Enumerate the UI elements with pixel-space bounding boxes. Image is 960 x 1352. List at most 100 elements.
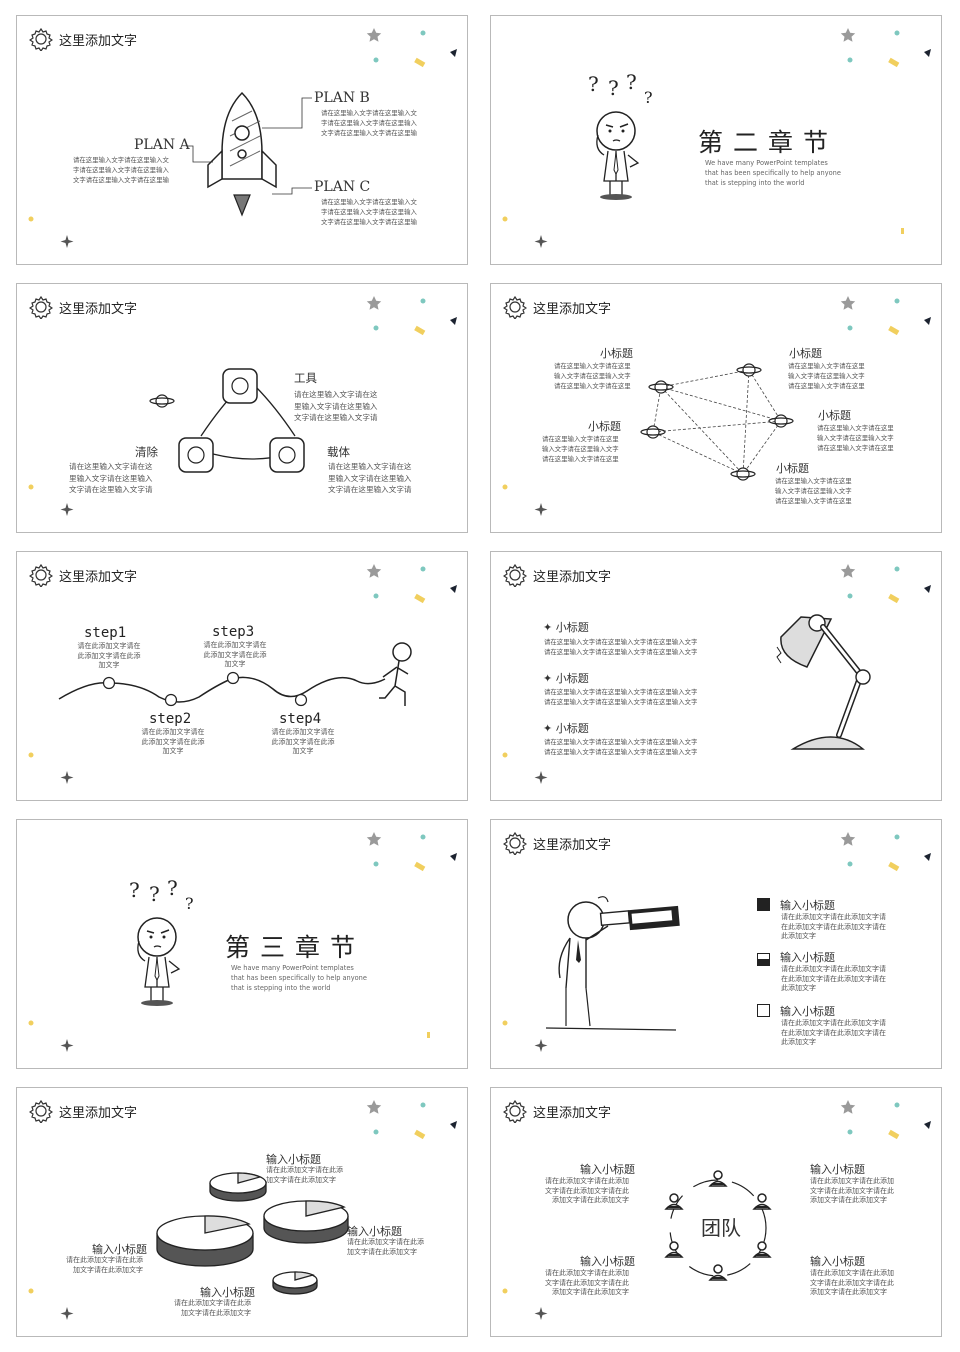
plan-b-label: PLAN B — [314, 90, 370, 106]
carrier-label: 载体 — [327, 445, 350, 459]
top-right-subtitle: 输入小标题 — [810, 1163, 865, 1176]
item1-text: 请在此添加文字请在此添加文字请在此添加文字请在此添加文字请在此添加文字 — [781, 913, 886, 940]
header-title: 这里添加文字 — [59, 1105, 138, 1121]
slide-header: 这里添加文字 — [503, 294, 611, 320]
step2-label: step2 — [149, 711, 192, 727]
top-right-text: 请在此添加文字请在此添加文字请在此添加文字请在此添加文字请在此添加文字 — [810, 1177, 894, 1204]
bottom-text: 请在此添加文字请在此添加文字请在此添加文字 — [174, 1299, 251, 1317]
left-subtitle: 输入小标题 — [92, 1243, 147, 1256]
item1-subtitle: 输入小标题 — [780, 899, 835, 912]
plan-c-label: PLAN C — [314, 179, 371, 195]
item2-subtitle: ✦ 小标题 — [543, 672, 589, 685]
header-title: 这里添加文字 — [59, 33, 138, 49]
plan-a-label: PLAN A — [134, 137, 190, 153]
plan-c-text: 请在这里输入文字请在这里输入文字请在这里输入文字请在这里输入文字请在这里输入文字… — [321, 198, 417, 226]
plan-b-text: 请在这里输入文字请在这里输入文字请在这里输入文字请在这里输入文字请在这里输入文字… — [321, 109, 417, 137]
step4-label: step4 — [279, 711, 322, 727]
desk-lamp-illustration — [776, 614, 871, 750]
header-title: 这里添加文字 — [59, 301, 138, 317]
thinking-man-illustration — [587, 71, 654, 201]
top-left-text: 请在此添加文字请在此添加文字请在此添加文字请在此添加文字请在此添加文字 — [545, 1177, 629, 1204]
item2-subtitle: 输入小标题 — [780, 951, 835, 964]
bottom-left-subtitle: 输入小标题 — [580, 1255, 635, 1268]
slide-pie-charts: 这里添加文字 输入小标题 请在此添加文字请在此添加文字请在此添加文字 输入小标题… — [16, 1087, 468, 1337]
step3-label: step3 — [212, 624, 255, 640]
team-label: 团队 — [701, 1216, 741, 1240]
slide-header: 这里添加文字 — [503, 830, 611, 856]
sketched-pie-illustrations — [156, 1172, 349, 1295]
step4-text: 请在此添加文字请在此添加文字请在此添加文字 — [271, 728, 335, 755]
item3-subtitle: ✦ 小标题 — [543, 722, 589, 735]
slide-telescope: 这里添加文字 输入小标题 请在此添加文字请在此添加文字请在此添加文字请在此添加文… — [490, 819, 942, 1069]
subtitle-1: 小标题 — [600, 347, 633, 360]
slide-team: 这里添加文字 团队 输入小标题 请在此添加文字请在此添加文字请在此添加文字请在此… — [490, 1087, 942, 1337]
clear-text: 请在这里输入文字请在这里输入文字请在这里输入文字请在这里输入文字请 — [69, 462, 153, 494]
item3-text: 请在此添加文字请在此添加文字请在此添加文字请在此添加文字请在此添加文字 — [781, 1019, 886, 1046]
subtitle-4: 小标题 — [818, 409, 851, 422]
triangle-diagram — [149, 368, 305, 473]
bottom-left-text: 请在此添加文字请在此添加文字请在此添加文字请在此添加文字请在此添加文字 — [545, 1269, 629, 1296]
planet-network-diagram — [640, 363, 794, 481]
slide-header: 这里添加文字 — [29, 294, 137, 320]
bottom-right-text: 请在此添加文字请在此添加文字请在此添加文字请在此添加文字请在此添加文字 — [810, 1269, 894, 1296]
slide-network: 这里添加文字 小标题 请在这里输入文字请在这里输入文字请在这里输入文字请在这里输… — [490, 283, 942, 533]
item3-text: 请在这里输入文字请在这里输入文字请在这里输入文字请在这里输入文字请在这里输入文字… — [544, 738, 698, 756]
slide-header: 这里添加文字 — [503, 1098, 611, 1124]
header-title: 这里添加文字 — [59, 569, 138, 585]
text-1: 请在这里输入文字请在这里输入文字请在这里输入文字请在这里输入文字请在这里 — [554, 362, 631, 390]
square-filled-icon — [757, 898, 770, 911]
slide-tools: 这里添加文字 工具 请在这里输入文字请在这里输入文字请在这里输入文字请在这里输入… — [16, 283, 468, 533]
subtitle-2: 小标题 — [789, 347, 822, 360]
item2-text: 请在此添加文字请在此添加文字请在此添加文字请在此添加文字请在此添加文字 — [781, 965, 886, 992]
gear-icon — [503, 564, 527, 587]
slide-header: 这里添加文字 — [29, 26, 137, 52]
chapter-title: 第三章节 — [225, 933, 366, 962]
header-title: 这里添加文字 — [533, 569, 612, 585]
running-man — [379, 642, 412, 706]
rocket-illustration — [207, 91, 277, 217]
bottom-subtitle: 输入小标题 — [200, 1286, 255, 1299]
right-subtitle: 输入小标题 — [347, 1225, 402, 1238]
bottom-right-subtitle: 输入小标题 — [810, 1255, 865, 1268]
square-empty-icon — [757, 1004, 770, 1017]
header-title: 这里添加文字 — [533, 301, 612, 317]
item3-subtitle: 输入小标题 — [780, 1005, 835, 1018]
square-half-icon — [757, 953, 770, 966]
step3-text: 请在此添加文字请在此添加文字请在此添加文字 — [203, 641, 267, 668]
plan-a-text: 请在这里输入文字请在这里输入文字请在这里输入文字请在这里输入文字请在这里输入文字… — [73, 156, 169, 184]
planet-icon — [149, 394, 175, 408]
slide-steps: 这里添加文字 step1 请在此添加文字请在此添加文字请在此添加文字 step3… — [16, 551, 468, 801]
gear-icon — [503, 832, 527, 855]
top-text: 请在此添加文字请在此添加文字请在此添加文字 — [266, 1166, 343, 1184]
text-5: 请在这里输入文字请在这里输入文字请在这里输入文字请在这里输入文字请在这里 — [775, 477, 852, 505]
item1-text: 请在这里输入文字请在这里输入文字请在这里输入文字请在这里输入文字请在这里输入文字… — [544, 638, 698, 656]
left-text: 请在此添加文字请在此添加文字请在此添加文字 — [66, 1256, 143, 1274]
step2-text: 请在此添加文字请在此添加文字请在此添加文字 — [141, 728, 205, 755]
slide-header: 这里添加文字 — [29, 1098, 137, 1124]
tool-label: 工具 — [294, 371, 317, 385]
top-left-subtitle: 输入小标题 — [580, 1163, 635, 1176]
slide-header: 这里添加文字 — [503, 562, 611, 588]
slide-plans: 这里添加文字 PLAN A 请在这里输入文字请在这里输入文字请在这里输入文字请在… — [16, 15, 468, 265]
slide-lamp: 这里添加文字 ✦ 小标题 请在这里输入文字请在这里输入文字请在这里输入文字请在这… — [490, 551, 942, 801]
text-2: 请在这里输入文字请在这里输入文字请在这里输入文字请在这里输入文字请在这里 — [788, 362, 865, 390]
clear-label: 清除 — [135, 445, 158, 459]
wave-timeline — [58, 642, 412, 707]
connector-lines — [187, 97, 312, 195]
subtitle-5: 小标题 — [776, 462, 809, 475]
right-text: 请在此添加文字请在此添加文字请在此添加文字 — [347, 1238, 424, 1256]
item2-text: 请在这里输入文字请在这里输入文字请在这里输入文字请在这里输入文字请在这里输入文字… — [544, 688, 698, 706]
item1-subtitle: ✦ 小标题 — [543, 621, 589, 634]
carrier-text: 请在这里输入文字请在这里输入文字请在这里输入文字请在这里输入文字请 — [328, 462, 412, 494]
team-circle-diagram — [665, 1170, 771, 1281]
telescope-man-illustration — [546, 896, 680, 1031]
header-title: 这里添加文字 — [533, 837, 612, 853]
thinking-man-illustration — [128, 877, 195, 1007]
header-title: 这里添加文字 — [533, 1105, 612, 1121]
step1-text: 请在此添加文字请在此添加文字请在此添加文字 — [77, 642, 141, 669]
step1-label: step1 — [84, 625, 127, 641]
